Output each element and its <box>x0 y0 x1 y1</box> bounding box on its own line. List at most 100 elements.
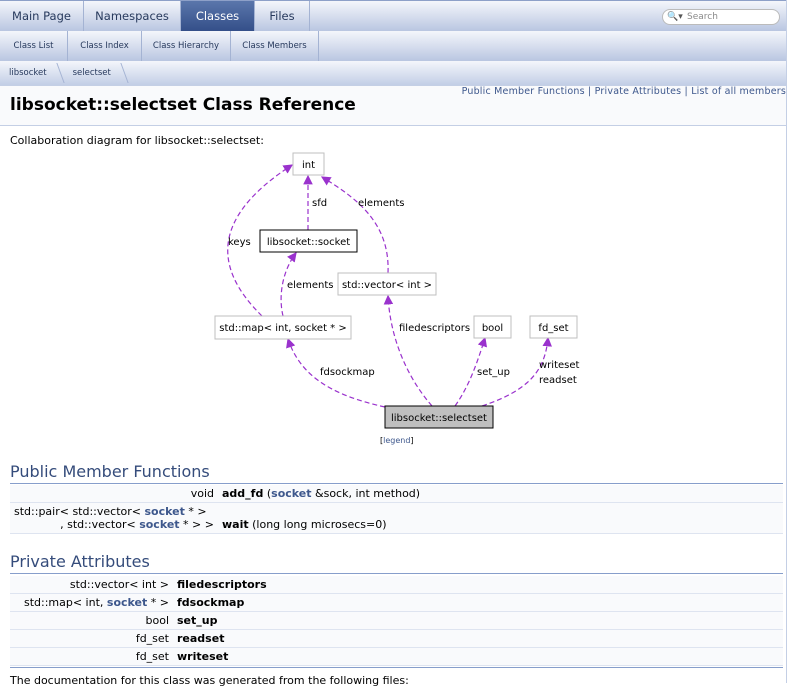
node-socket[interactable] <box>259 229 358 253</box>
socket-link[interactable]: socket <box>144 505 185 518</box>
legend-bracket: ] <box>410 436 413 445</box>
node-fdset[interactable] <box>529 315 578 339</box>
edge-elements-socket <box>280 252 297 317</box>
attr-readset[interactable]: readset <box>177 632 225 645</box>
socket-link[interactable]: socket <box>106 596 148 609</box>
attr-type: fd_set <box>10 629 173 648</box>
attr-filedescriptors[interactable]: filedescriptors <box>177 578 267 591</box>
edge-filedescriptors <box>383 294 433 407</box>
node-bool[interactable] <box>473 315 512 339</box>
footer-text: The documentation for this class was gen… <box>10 667 783 687</box>
link-private-attributes[interactable]: Private Attributes <box>594 86 682 97</box>
breadcrumb: libsocket selectset <box>0 61 786 86</box>
main-tabs: Main Page Namespaces Classes Files 🔍▾ Sea… <box>0 0 786 31</box>
collab-caption: Collaboration diagram for libsocket::sel… <box>10 134 264 147</box>
member-wait[interactable]: wait <box>222 518 249 531</box>
attr-type: fd_set <box>10 647 173 666</box>
private-attributes-table: std::vector< int > filedescriptors std::m… <box>10 576 783 666</box>
member-signature: add_fd (socket &sock, int method) <box>218 485 783 503</box>
attr-type: bool <box>10 611 173 630</box>
attr-type: std::vector< int > <box>10 576 173 594</box>
search-input[interactable]: 🔍▾ Search <box>662 9 780 25</box>
args: ( <box>263 487 272 500</box>
node-fdset-label: fd_set <box>538 323 568 334</box>
edge-label-sfd: sfd <box>312 198 327 209</box>
table-row: std::pair< std::vector< socket * >, std:… <box>10 502 783 534</box>
member-signature: wait (long long microsecs=0) <box>218 502 783 534</box>
tab-class-members[interactable]: Class Members <box>231 31 319 61</box>
table-row: fd_set writeset <box>10 647 783 666</box>
attr-fdsockmap[interactable]: fdsockmap <box>177 596 245 609</box>
link-public-member-functions[interactable]: Public Member Functions <box>461 86 585 97</box>
node-map-label: std::map< int, socket * > <box>219 323 346 334</box>
type-text: , std::vector< <box>60 518 140 531</box>
member-type: std::pair< std::vector< socket * >, std:… <box>10 502 218 534</box>
edge-keys <box>227 164 294 317</box>
type-text: * > <box>147 596 169 609</box>
table-row: std::map< int, socket * > fdsockmap <box>10 593 783 612</box>
breadcrumb-libsocket[interactable]: libsocket <box>0 61 64 86</box>
type-text: std::map< int, <box>23 596 107 609</box>
tab-class-hierarchy[interactable]: Class Hierarchy <box>142 31 231 61</box>
args: (long long microsecs=0) <box>248 518 387 531</box>
table-row: fd_set readset <box>10 629 783 648</box>
member-type: void <box>10 485 218 503</box>
svg-text:[legend]: [legend] <box>380 436 414 445</box>
node-socket-label: libsocket::socket <box>267 237 350 248</box>
node-bool-label: bool <box>482 323 503 334</box>
collaboration-diagram: int libsocket::socket std::vector< int >… <box>214 152 580 445</box>
link-all-members[interactable]: List of all members <box>691 86 786 97</box>
page-title: libsocket::selectset Class Reference <box>10 95 356 115</box>
edge-label-keys: keys <box>228 237 251 248</box>
socket-link[interactable]: socket <box>139 518 180 531</box>
attr-writeset[interactable]: writeset <box>177 650 229 663</box>
separator: | <box>588 86 592 97</box>
search-icon[interactable]: 🔍▾ <box>667 12 683 22</box>
node-int[interactable] <box>292 152 325 176</box>
separator: | <box>684 86 688 97</box>
tab-class-list[interactable]: Class List <box>0 31 68 61</box>
legend-bracket: [ <box>380 436 383 445</box>
member-add-fd[interactable]: add_fd <box>222 487 264 500</box>
tab-namespaces[interactable]: Namespaces <box>84 1 181 31</box>
public-member-functions-heading: Public Member Functions <box>10 462 783 484</box>
edge-label-writeset: writeset <box>539 360 580 371</box>
right-edge <box>786 0 792 683</box>
edge-label-set-up: set_up <box>477 367 510 378</box>
sub-tabs: Class List Class Index Class Hierarchy C… <box>0 31 786 61</box>
type-text: std::pair< std::vector< <box>14 505 145 518</box>
socket-link[interactable]: socket <box>271 487 312 500</box>
table-row: bool set_up <box>10 611 783 630</box>
edge-label-elements: elements <box>358 198 404 209</box>
attr-set-up[interactable]: set_up <box>177 614 218 627</box>
type-text: * > <box>184 505 207 518</box>
search-placeholder: Search <box>687 12 718 22</box>
table-row: std::vector< int > filedescriptors <box>10 576 783 594</box>
node-map[interactable] <box>214 315 352 340</box>
node-selectset-label: libsocket::selectset <box>391 413 487 424</box>
private-attributes-heading: Private Attributes <box>10 552 783 574</box>
page-header: Public Member Functions | Private Attrib… <box>0 86 786 126</box>
edge-fdsockmap <box>286 337 386 408</box>
node-vector[interactable] <box>337 272 437 296</box>
edge-label-filedescriptors: filedescriptors <box>399 323 470 334</box>
node-selectset <box>384 405 494 429</box>
tab-files[interactable]: Files <box>255 1 310 31</box>
tab-main-page[interactable]: Main Page <box>0 1 84 31</box>
tab-class-index[interactable]: Class Index <box>68 31 142 61</box>
edge-set-up <box>454 336 488 407</box>
edge-label-readset: readset <box>539 375 577 386</box>
attr-type: std::map< int, socket * > <box>10 593 173 612</box>
edge-fdset <box>481 336 552 407</box>
breadcrumb-selectset[interactable]: selectset <box>64 61 128 86</box>
type-text: * > > <box>179 518 214 531</box>
edge-label-elements: elements <box>287 280 333 291</box>
public-members-table: void add_fd (socket &sock, int method) s… <box>10 485 783 534</box>
edge-label-fdsockmap: fdsockmap <box>320 367 375 378</box>
node-int-label: int <box>302 160 315 171</box>
legend-link[interactable]: legend <box>383 436 410 445</box>
table-row: void add_fd (socket &sock, int method) <box>10 485 783 503</box>
tab-classes[interactable]: Classes <box>181 1 255 31</box>
node-vector-label: std::vector< int > <box>342 280 432 291</box>
args: &sock, int method) <box>311 487 421 500</box>
